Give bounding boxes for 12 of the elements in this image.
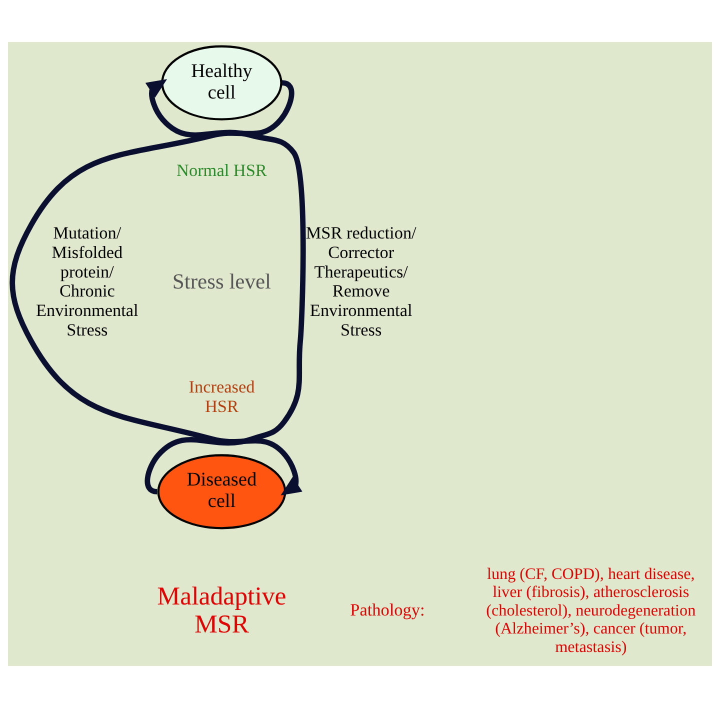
node-ellipse: Healthy cell: [161, 45, 282, 120]
label: Normal HSR: [176, 161, 267, 180]
label: lung (CF, COPD), heart disease, liver (fibrosis), atherosclerosis (cholesterol), neurodegeneration (Alzheimer’s), cancer (tumor, metastasis): [486, 566, 696, 656]
label: Maladaptive MSR: [157, 581, 286, 638]
edge-label: Mutation/ Misfolded protein/ Chronic Environmental Stress: [36, 224, 138, 340]
label: Stress level: [172, 269, 272, 294]
label: Increased HSR: [188, 378, 255, 416]
label: Pathology:: [350, 600, 425, 620]
node-ellipse: Diseased cell: [157, 454, 286, 530]
edge-label: MSR reduction/ Corrector Therapeutics/ Remove Environmental Stress: [306, 224, 416, 340]
arrow: [145, 79, 306, 494]
arrow: [10, 80, 302, 496]
